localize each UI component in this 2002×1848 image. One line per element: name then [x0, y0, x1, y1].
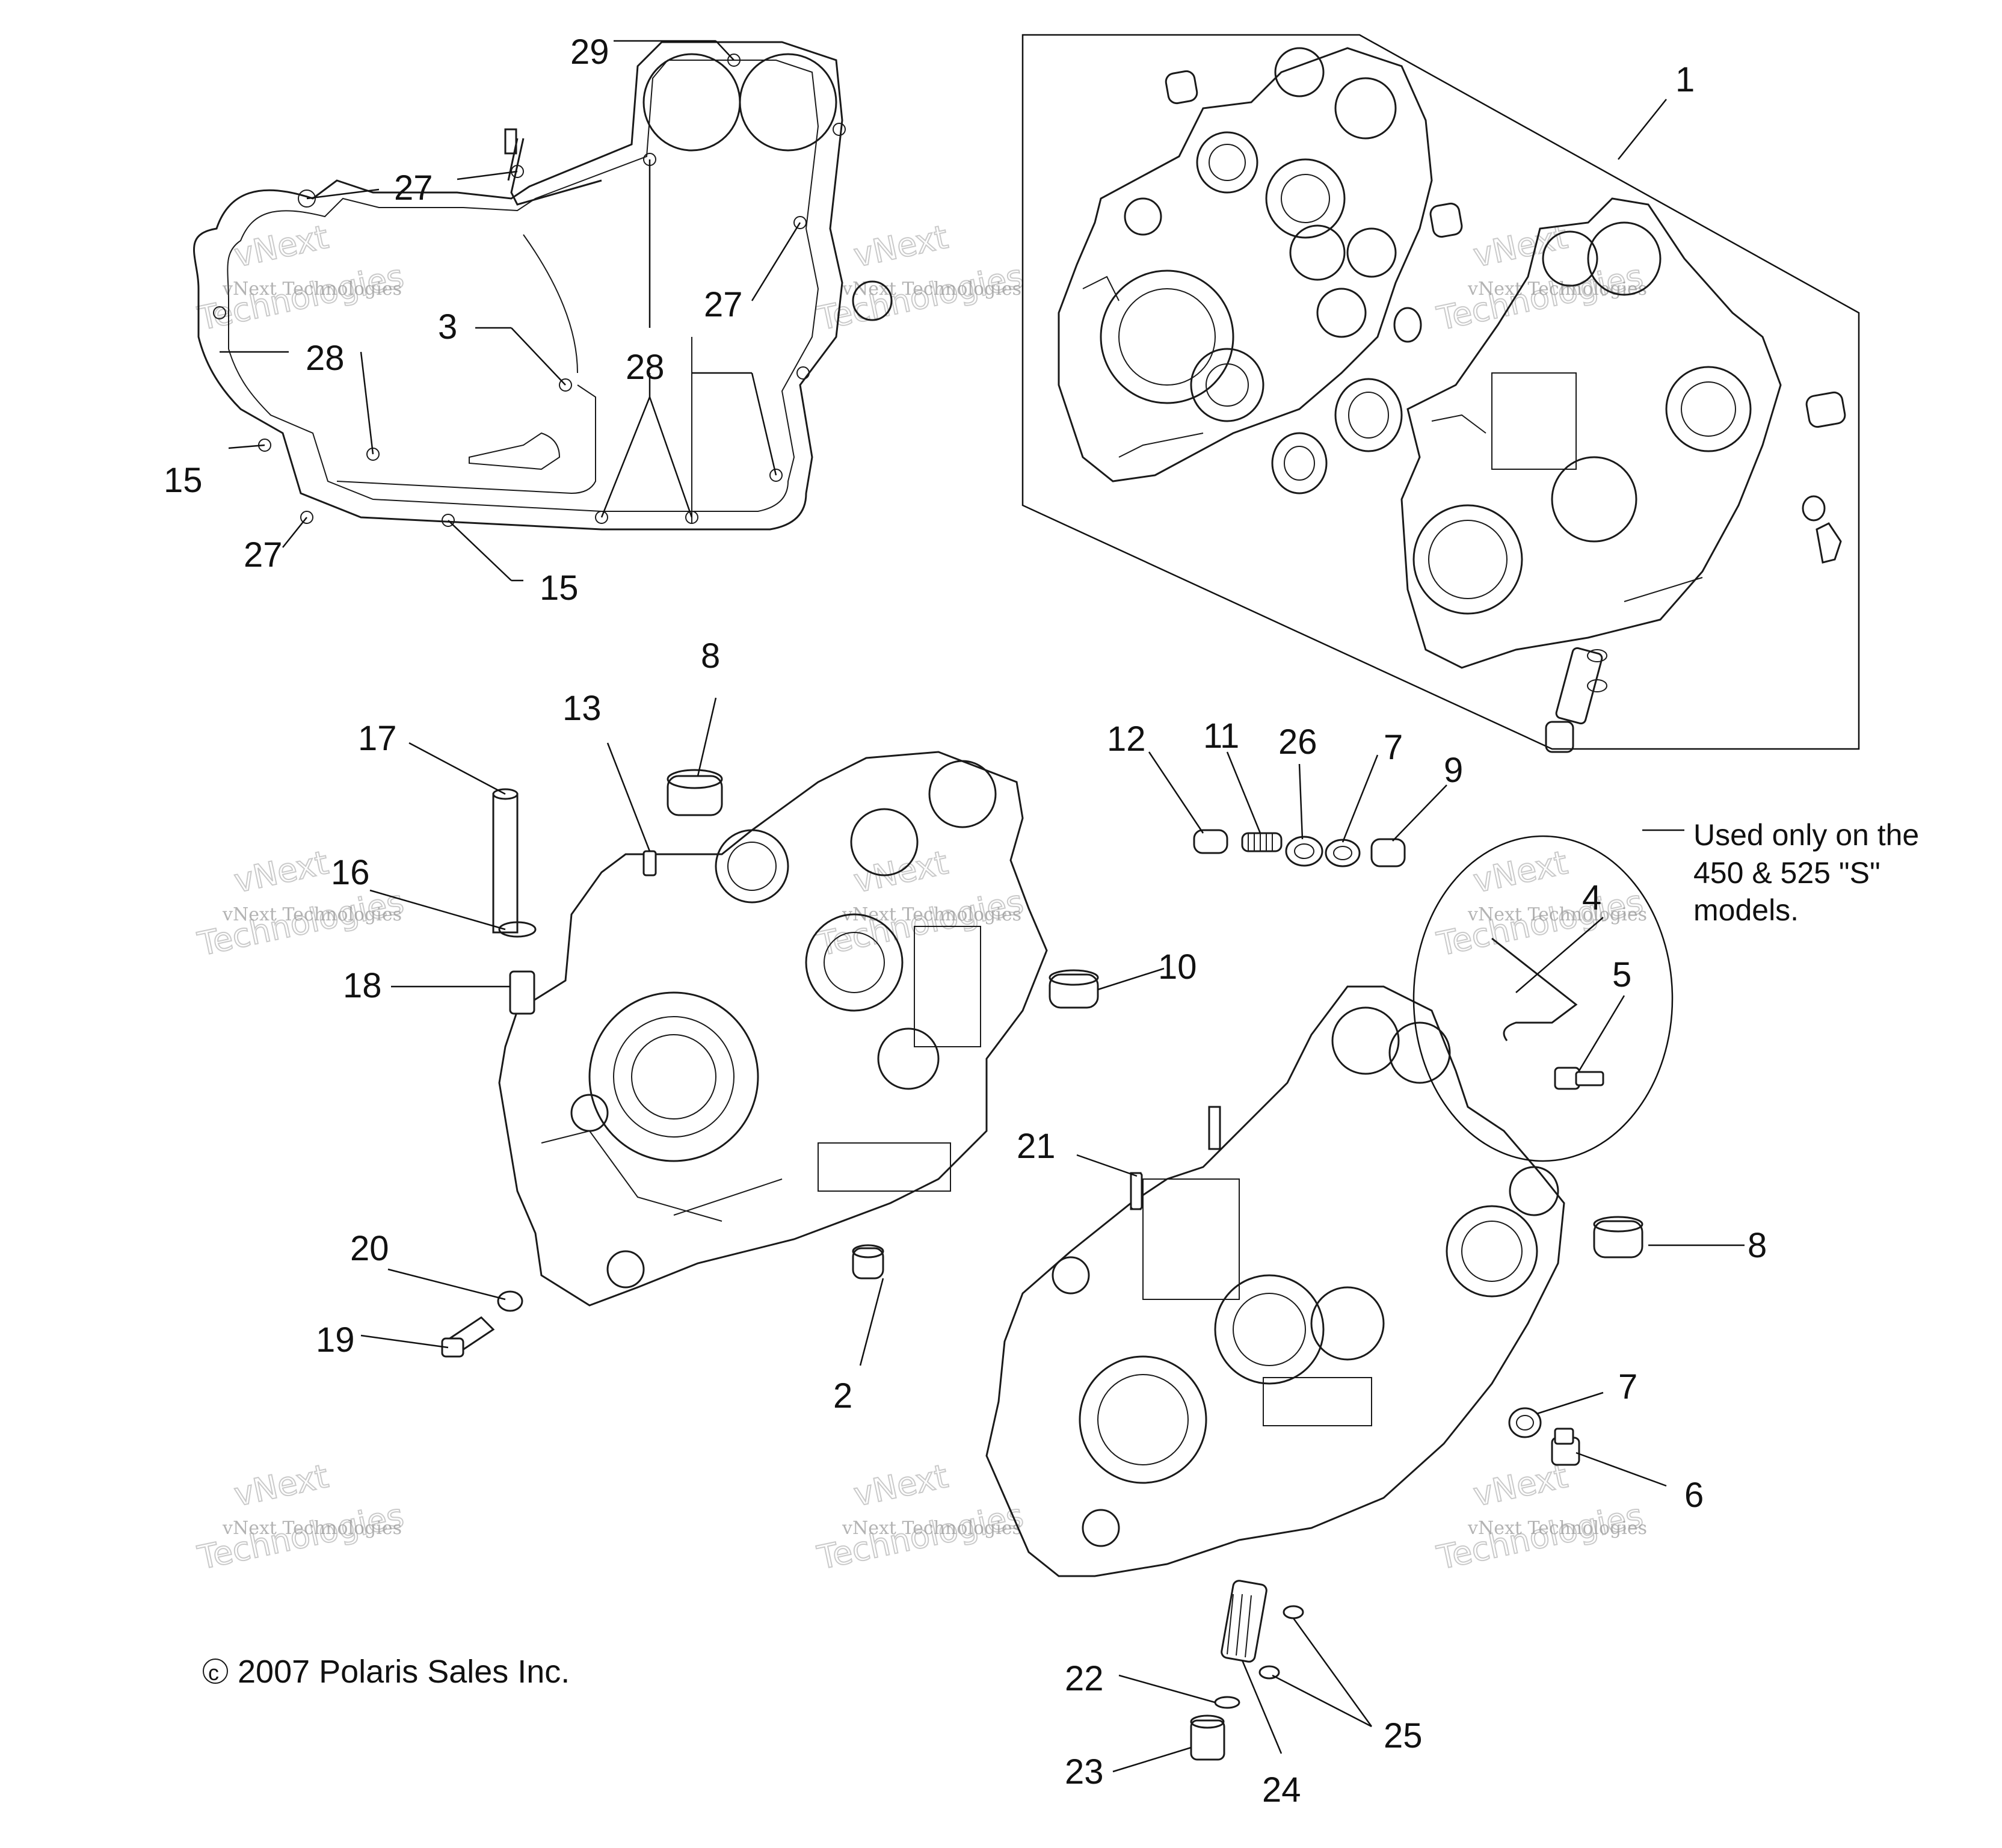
callout-10: 10	[1158, 947, 1197, 987]
crankcase-assy-left-half	[1058, 47, 1463, 494]
callout-1: 1	[1675, 60, 1695, 99]
callout-17: 17	[358, 719, 397, 758]
leader-lines	[220, 40, 1745, 1773]
s-models-note: Used only on the 450 & 525 "S" models.	[1693, 818, 1919, 927]
part-22-oring	[1214, 1696, 1240, 1709]
watermark-text: vNext Technologies	[842, 1518, 1021, 1539]
crankcase-right-half	[985, 985, 1565, 1577]
note-line-1: Used only on the	[1693, 818, 1919, 852]
part-7-washer	[1325, 839, 1361, 867]
watermark-vnext: vNext	[231, 1457, 331, 1514]
part-25-oring	[1283, 1605, 1304, 1619]
part-5-bolt	[1554, 1067, 1604, 1090]
watermark-vnext: vNext	[851, 218, 951, 274]
part-13-nipple	[642, 850, 657, 876]
part-24-screen	[1221, 1580, 1267, 1663]
callout-11: 11	[1203, 716, 1239, 756]
crankcase-left-half	[498, 751, 1048, 1307]
callout-7: 7	[1618, 1367, 1637, 1406]
part-6-plug	[1551, 1428, 1580, 1466]
s-models-circle	[1412, 835, 1674, 1162]
part-26-washer	[1285, 836, 1323, 867]
callout-3: 3	[438, 307, 457, 346]
callout-13: 13	[562, 689, 602, 728]
part-20-washer	[497, 1290, 523, 1312]
callout-28: 28	[626, 348, 665, 387]
callout-8: 8	[701, 636, 720, 676]
part-18-fitting	[509, 970, 535, 1015]
crankcase-assembly-box	[1021, 34, 1860, 750]
part-16-clamp	[498, 921, 537, 938]
copyright-symbol: c	[208, 1660, 219, 1685]
callout-5: 5	[1612, 955, 1631, 994]
callout-27: 27	[394, 168, 433, 208]
copyright-text: 2007 Polaris Sales Inc.	[238, 1654, 570, 1690]
callout-28: 28	[306, 339, 345, 378]
part-4-rod	[1491, 937, 1578, 1041]
callout-24: 24	[1262, 1770, 1301, 1810]
callout-9: 9	[1444, 751, 1463, 790]
part-7-washer-lower	[1508, 1407, 1542, 1438]
callout-8: 8	[1748, 1226, 1767, 1265]
watermark-vnext: vNext	[851, 1457, 951, 1514]
part-8-bushing-right	[1593, 1216, 1643, 1258]
part-9-plug	[1370, 838, 1406, 867]
callout-4: 4	[1582, 878, 1601, 917]
callout-2: 2	[833, 1376, 852, 1415]
watermark-text: vNext Technologies	[222, 1518, 402, 1539]
part-10-bushing	[1049, 969, 1099, 1009]
watermark-text: vNext Technologies	[222, 279, 402, 300]
callout-27: 27	[704, 285, 743, 324]
callout-21: 21	[1017, 1127, 1056, 1166]
callout-23: 23	[1065, 1752, 1104, 1791]
part-2-dowel	[852, 1244, 884, 1280]
part-11-spring	[1241, 832, 1283, 852]
watermark-text: vNext Technologies	[1467, 1518, 1647, 1539]
watermark-vnext: vNext	[1470, 843, 1571, 900]
callout-22: 22	[1065, 1659, 1104, 1698]
watermark-vnext: vNext	[231, 218, 331, 274]
callout-6: 6	[1684, 1476, 1704, 1515]
watermark-vnext: vNext	[231, 843, 331, 900]
callout-16: 16	[331, 853, 370, 892]
small-parts	[441, 769, 1674, 1761]
callout-19: 19	[316, 1320, 355, 1360]
callout-26: 26	[1278, 722, 1317, 762]
note-line-2: 450 & 525 "S"	[1693, 856, 1880, 890]
watermark-group: vNext Technologies vNext Technologies vN…	[194, 217, 1647, 1577]
callout-15: 15	[540, 568, 579, 608]
copyright: c 2007 Polaris Sales Inc.	[203, 1654, 570, 1690]
watermark-text: vNext Technologies	[222, 904, 402, 925]
part-25-oring	[1258, 1665, 1280, 1680]
copyright-symbol-circle	[203, 1659, 228, 1684]
callout-20: 20	[350, 1229, 389, 1268]
part-8-bushing	[667, 769, 723, 816]
callout-18: 18	[343, 966, 382, 1005]
part-23-plug	[1190, 1714, 1225, 1761]
callout-27: 27	[244, 535, 283, 574]
note-line-3: models.	[1693, 893, 1799, 927]
crankcase-assy-right-half	[1400, 197, 1846, 753]
part-17-tube	[492, 793, 519, 934]
callout-labels: 29 27 27 27 3 28 28 15 15 1 8 13 17 16 1…	[164, 32, 1767, 1810]
callout-7: 7	[1384, 728, 1403, 767]
part-21-pin	[1130, 1172, 1143, 1210]
callout-25: 25	[1384, 1716, 1423, 1755]
watermark-text: vNext Technologies	[842, 904, 1021, 925]
callout-12: 12	[1107, 719, 1146, 759]
crankcase-gasket	[193, 41, 893, 531]
watermark-text: vNext Technologies	[1467, 904, 1647, 925]
callout-15: 15	[164, 461, 203, 500]
callout-29: 29	[570, 32, 609, 72]
part-12-plunger	[1193, 829, 1228, 854]
